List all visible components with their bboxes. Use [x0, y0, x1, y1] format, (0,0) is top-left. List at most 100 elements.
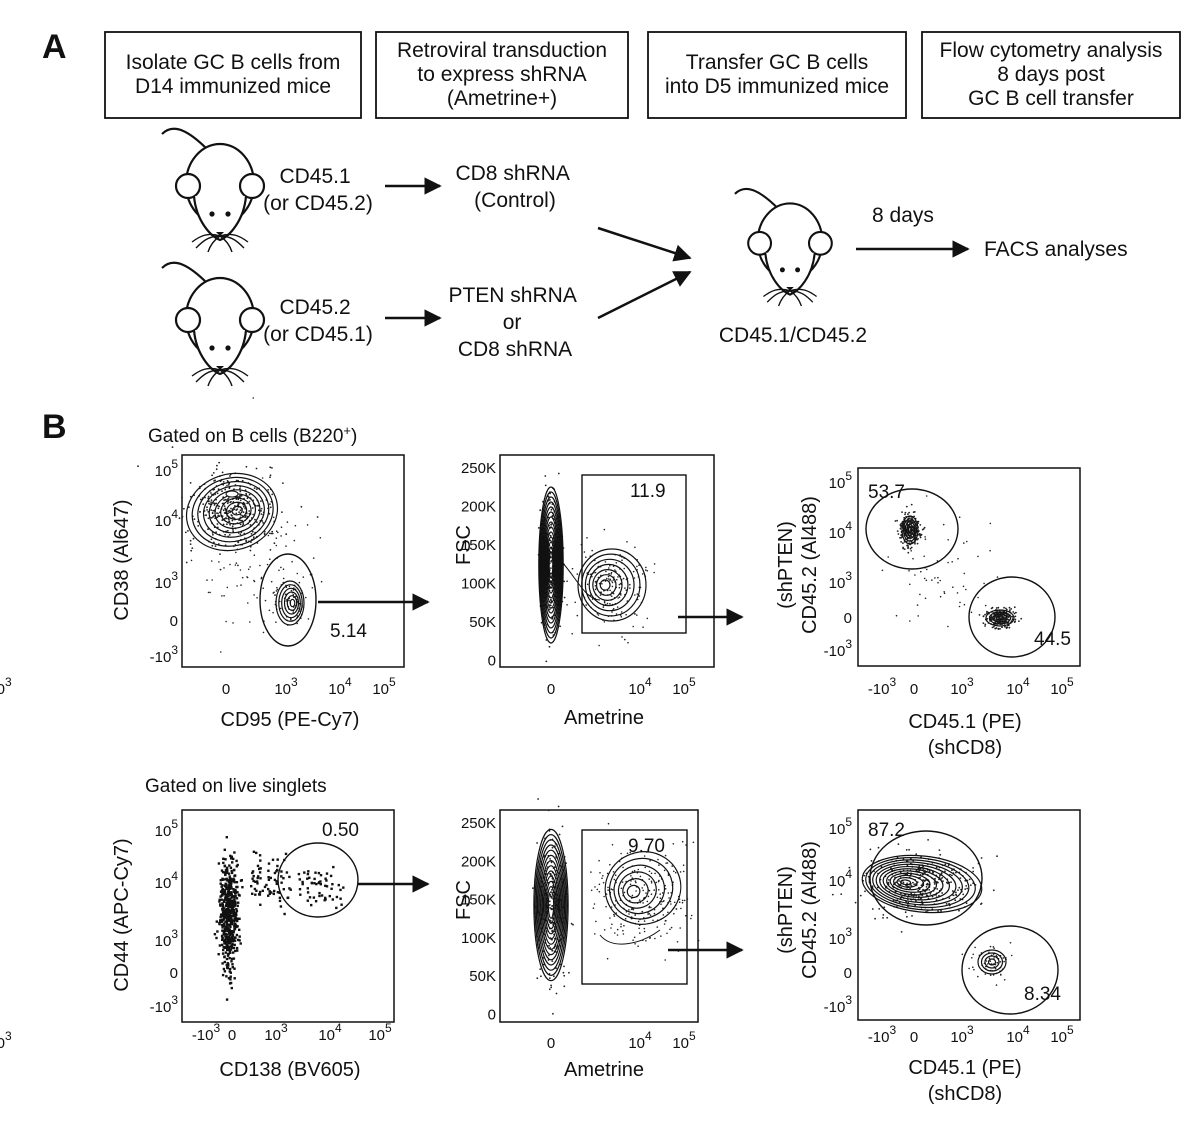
- y-tick-label: 103: [155, 569, 179, 592]
- x-tick-label: 103: [274, 675, 298, 698]
- y-tick-label: 103: [829, 569, 853, 592]
- plot-fsc-vs-ametrine-1: 250K200K150K100K50K00103104105FSCAmetrin…: [0, 454, 715, 729]
- y-tick-label: 0: [844, 610, 852, 627]
- x-axis-label: Ametrine: [564, 707, 644, 729]
- contour-lines: [977, 949, 1007, 975]
- x-axis-label: (shCD8): [928, 1083, 1002, 1105]
- step-box-line: GC B cell transfer: [968, 87, 1134, 110]
- gate-ellipse-bottom: [968, 576, 1056, 658]
- plot-frame: [181, 809, 395, 1023]
- contour-lines: [604, 851, 682, 925]
- y-tick-label: 200K: [461, 853, 496, 870]
- step-box-line: Transfer GC B cells: [686, 51, 868, 74]
- donor-2-label: CD45.2 (or CD45.1): [263, 296, 373, 346]
- step-box-line: Isolate GC B cells from: [126, 51, 341, 74]
- y-axis-label: CD45.2 (Al488): [799, 841, 821, 979]
- step-box-line: to express shRNA: [417, 63, 586, 86]
- event-dots: [566, 528, 656, 647]
- y-axis-label: CD44 (APC-Cy7): [111, 838, 133, 991]
- panel-a-letter: A: [42, 28, 67, 66]
- plot-frame: [499, 809, 699, 1023]
- step-box-line: 8 days post: [997, 63, 1105, 86]
- contour-lines: [533, 828, 569, 982]
- y-tick-label: 150K: [461, 537, 496, 554]
- x-axis-label: CD45.1 (PE): [908, 1057, 1021, 1079]
- y-tick-label: -103: [824, 993, 853, 1016]
- x-axis-label: CD95 (PE-Cy7): [221, 709, 360, 731]
- x-tick-label: 105: [368, 1021, 392, 1044]
- x-tick-label: 105: [1050, 675, 1074, 698]
- plot-frame: [181, 454, 405, 668]
- y-tick-label: 104: [155, 869, 179, 892]
- y-tick-label: 0: [170, 965, 178, 982]
- gate-percent: 9.70: [628, 836, 665, 857]
- gate-percent: 0.50: [322, 820, 359, 841]
- gate-ellipse-top: [869, 830, 983, 926]
- y-tick-label: 105: [829, 469, 853, 492]
- recipient-mouse-icon: [733, 187, 833, 308]
- y-tick-label: 105: [155, 457, 179, 480]
- y-axis-label: (shPTEN): [775, 866, 797, 954]
- contour-lines: [185, 472, 279, 552]
- donor-mouse-2-icon: [160, 261, 266, 388]
- x-tick-label: 105: [672, 1029, 696, 1052]
- y-tick-label: 100K: [461, 930, 496, 947]
- y-axis-label: FSC: [453, 525, 475, 565]
- y-tick-label: -103: [150, 993, 179, 1016]
- recipient-label: CD45.1/CD45.2: [719, 324, 867, 347]
- gate-rect: [581, 829, 688, 985]
- y-tick-label: 105: [155, 817, 179, 840]
- contour-lines: [538, 486, 564, 644]
- x-axis-label: CD138 (BV605): [219, 1059, 360, 1081]
- step-box-line: (Ametrine+): [447, 87, 557, 110]
- event-dots: [961, 942, 1013, 986]
- event-dots: [881, 495, 1002, 628]
- event-dots: [213, 836, 345, 1001]
- plot-frame: [499, 454, 715, 668]
- x-tick-label: 0: [910, 681, 918, 698]
- y-tick-label: 50K: [469, 614, 496, 631]
- donor-1-label: CD45.1 (or CD45.2): [263, 165, 373, 215]
- y-tick-label: 200K: [461, 499, 496, 516]
- gate-percent: 5.14: [330, 621, 367, 642]
- y-tick-label: 50K: [469, 968, 496, 985]
- shrna-2-label: PTEN shRNA or CD8 shRNA: [448, 284, 581, 361]
- y-tick-label: 250K: [461, 460, 496, 477]
- y-tick-label: 0: [488, 1007, 496, 1024]
- x-tick-label: 104: [628, 1029, 652, 1052]
- donor-mouse-1-icon: [160, 127, 266, 254]
- x-tick-label: 104: [1006, 1023, 1030, 1046]
- x-tick-label: 103: [950, 675, 974, 698]
- step-box-line: Retroviral transduction: [397, 39, 607, 62]
- y-tick-label: 105: [829, 815, 853, 838]
- x-tick-label: -103: [192, 1021, 221, 1044]
- gate-percent: 11.9: [630, 481, 666, 502]
- plot-frame: [857, 467, 1081, 667]
- x-tick-label: -103: [868, 675, 897, 698]
- gate-rect: [581, 474, 687, 634]
- y-tick-label: -103: [824, 637, 853, 660]
- x-tick-label: 104: [628, 675, 652, 698]
- x-tick-label: 105: [672, 675, 696, 698]
- y-tick-label: 104: [829, 519, 853, 542]
- y-tick-label: -103: [150, 643, 179, 666]
- row1-gate-note: Gated on B cells (B220+): [148, 423, 357, 447]
- arrow-shrna2-to-recipient: [597, 270, 692, 320]
- gate-percent-bottom: 8.34: [1024, 984, 1061, 1005]
- x-tick-label: 103: [0, 675, 12, 698]
- contour-lines: [275, 580, 305, 626]
- y-tick-label: 104: [155, 507, 179, 530]
- arrow-shrna1-to-recipient: [597, 226, 692, 262]
- x-tick-label: -103: [868, 1023, 897, 1046]
- y-tick-label: 250K: [461, 815, 496, 832]
- step-box-line: into D5 immunized mice: [665, 75, 889, 98]
- y-tick-label: 100K: [461, 576, 496, 593]
